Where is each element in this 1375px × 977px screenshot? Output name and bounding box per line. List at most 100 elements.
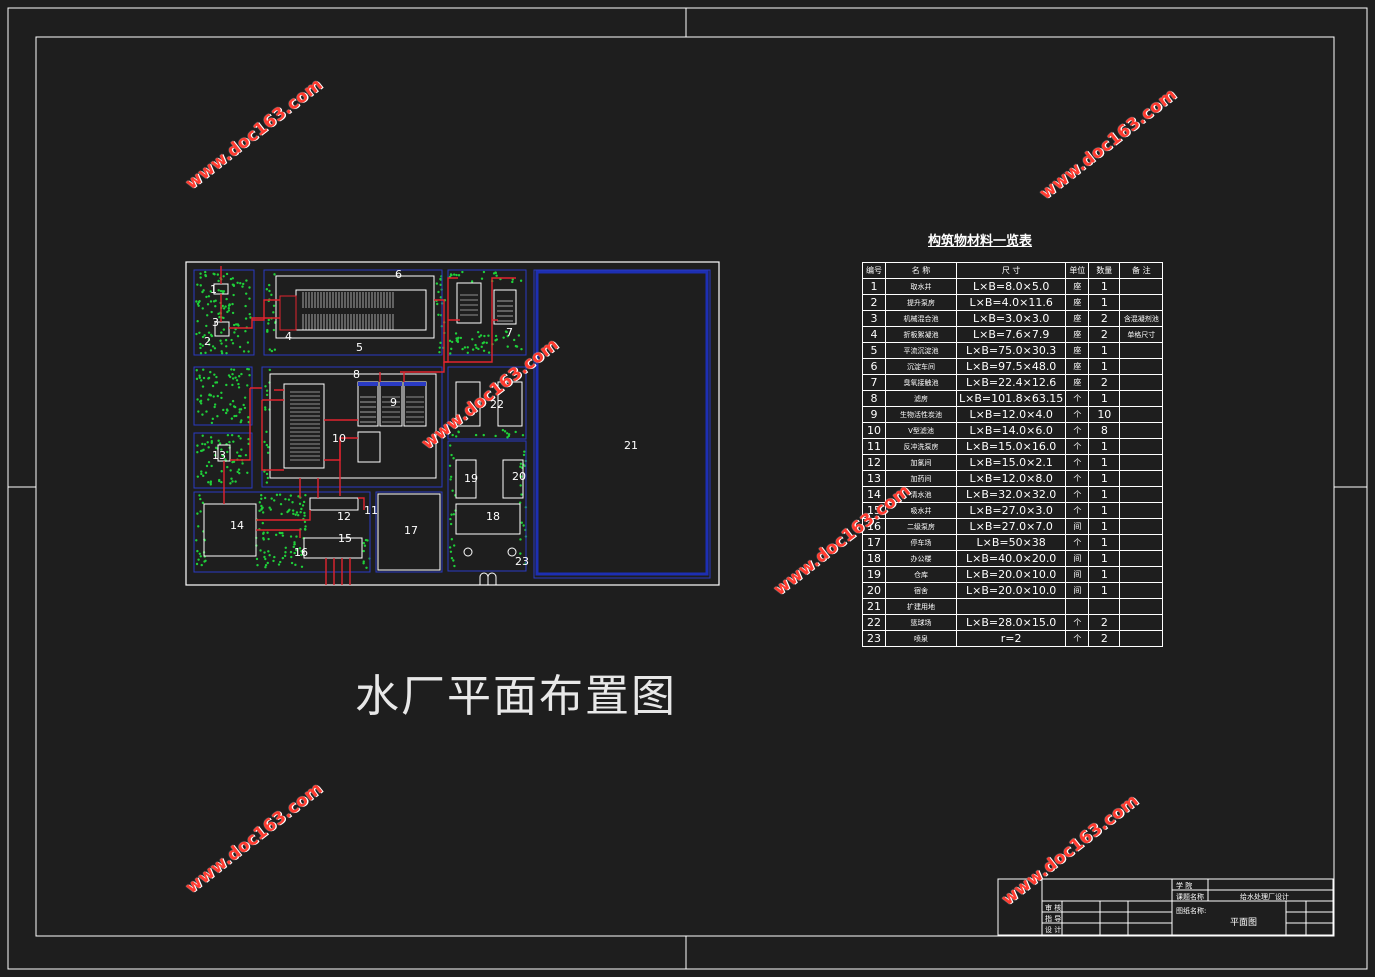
table-cell-qty: 1: [1088, 294, 1121, 311]
tree-dot: [195, 377, 199, 381]
table-cell-remark: [1119, 518, 1164, 535]
tree-dot: [518, 501, 522, 504]
table-cell-size: L×B=15.0×2.1: [955, 454, 1067, 471]
tree-dot: [265, 393, 269, 397]
tree-dot: [215, 375, 218, 379]
tree-dot: [242, 403, 245, 407]
table-cell-size: L×B=12.0×4.0: [955, 406, 1067, 423]
table-cell-remark: [1119, 582, 1164, 599]
tree-dot: [240, 419, 243, 422]
tree-dot: [503, 430, 507, 433]
tree-dot: [201, 434, 204, 437]
tree-dot: [199, 400, 202, 403]
tree-dot: [261, 506, 264, 509]
tree-dot: [229, 277, 233, 281]
tree-dot: [266, 531, 269, 534]
table-cell-size: L×B=15.0×16.0: [955, 438, 1067, 455]
tree-dot: [449, 478, 452, 481]
tree-dot: [203, 443, 207, 446]
table-cell-unit: 个: [1065, 630, 1090, 647]
tree-dot: [264, 566, 267, 569]
plan-label-13: 13: [212, 449, 226, 462]
tree-dot: [502, 336, 505, 339]
table-cell-remark: [1119, 598, 1164, 615]
table-cell-qty: 1: [1088, 534, 1121, 551]
tree-dot: [209, 436, 213, 439]
tree-dot: [303, 520, 307, 524]
table-cell-name: 折板絮凝池: [885, 326, 957, 343]
tree-dot: [293, 551, 296, 555]
table-cell-remark: [1119, 278, 1164, 295]
office-building: [455, 503, 521, 535]
table-cell-unit: 座: [1065, 342, 1090, 359]
tree-dot: [203, 560, 206, 563]
tree-dot: [266, 476, 270, 480]
tree-dot: [206, 314, 209, 317]
tree-dot: [519, 462, 523, 466]
tree-dot: [207, 398, 210, 401]
tree-dot: [220, 391, 223, 395]
tree-dot: [242, 282, 245, 286]
tree-dot: [267, 445, 270, 449]
tree-dot: [198, 494, 201, 497]
tree-dot: [506, 436, 509, 439]
tree-dot: [195, 539, 198, 542]
table-cell-name: 宿舍: [885, 582, 957, 599]
tree-dot: [248, 297, 251, 300]
tb-school: 学 院: [1176, 882, 1193, 890]
tree-dot: [480, 277, 484, 280]
tree-dot: [204, 270, 207, 274]
table-cell-size: L×B=28.0×15.0: [955, 614, 1067, 631]
tree-dot: [272, 311, 275, 314]
tree-dot: [450, 453, 453, 457]
tree-dot: [241, 462, 244, 465]
plan-label-16: 16: [294, 546, 308, 559]
tree-dot: [281, 556, 285, 560]
table-cell-size: r=2: [955, 630, 1067, 647]
tree-dot: [268, 289, 271, 293]
tree-dot: [209, 300, 213, 303]
tree-dot: [295, 535, 298, 538]
tree-dot: [519, 484, 522, 487]
col-no: 编号: [862, 262, 886, 279]
tree-dot: [279, 531, 283, 535]
table-cell-qty: 1: [1088, 278, 1121, 295]
tree-dot: [466, 351, 469, 354]
table-cell-remark: [1119, 390, 1164, 407]
table-cell-remark: [1119, 406, 1164, 423]
tree-dot: [216, 415, 219, 418]
tree-dot: [197, 304, 200, 308]
tree-dot: [230, 433, 234, 437]
tree-dot: [230, 338, 233, 342]
warehouse: [455, 459, 477, 499]
tree-dot: [277, 563, 281, 566]
tree-dot: [196, 451, 199, 454]
tree-dot: [213, 273, 216, 276]
tree-dot: [270, 497, 273, 500]
ozone-tank-b: [493, 289, 517, 325]
tree-dot: [227, 306, 231, 310]
table-cell-name: 仓库: [885, 566, 957, 583]
tree-dot: [202, 474, 205, 478]
tree-dot: [201, 501, 205, 505]
tree-dot: [210, 421, 214, 425]
tree-dot: [437, 313, 440, 316]
tree-dot: [450, 340, 454, 344]
tree-dot: [299, 510, 302, 514]
tree-dot: [236, 281, 239, 285]
table-cell-no: 5: [862, 342, 886, 359]
tree-dot: [247, 350, 250, 353]
table-cell-name: 扩建用地: [885, 598, 957, 615]
tree-dot: [224, 411, 228, 415]
tree-dot: [264, 408, 267, 411]
